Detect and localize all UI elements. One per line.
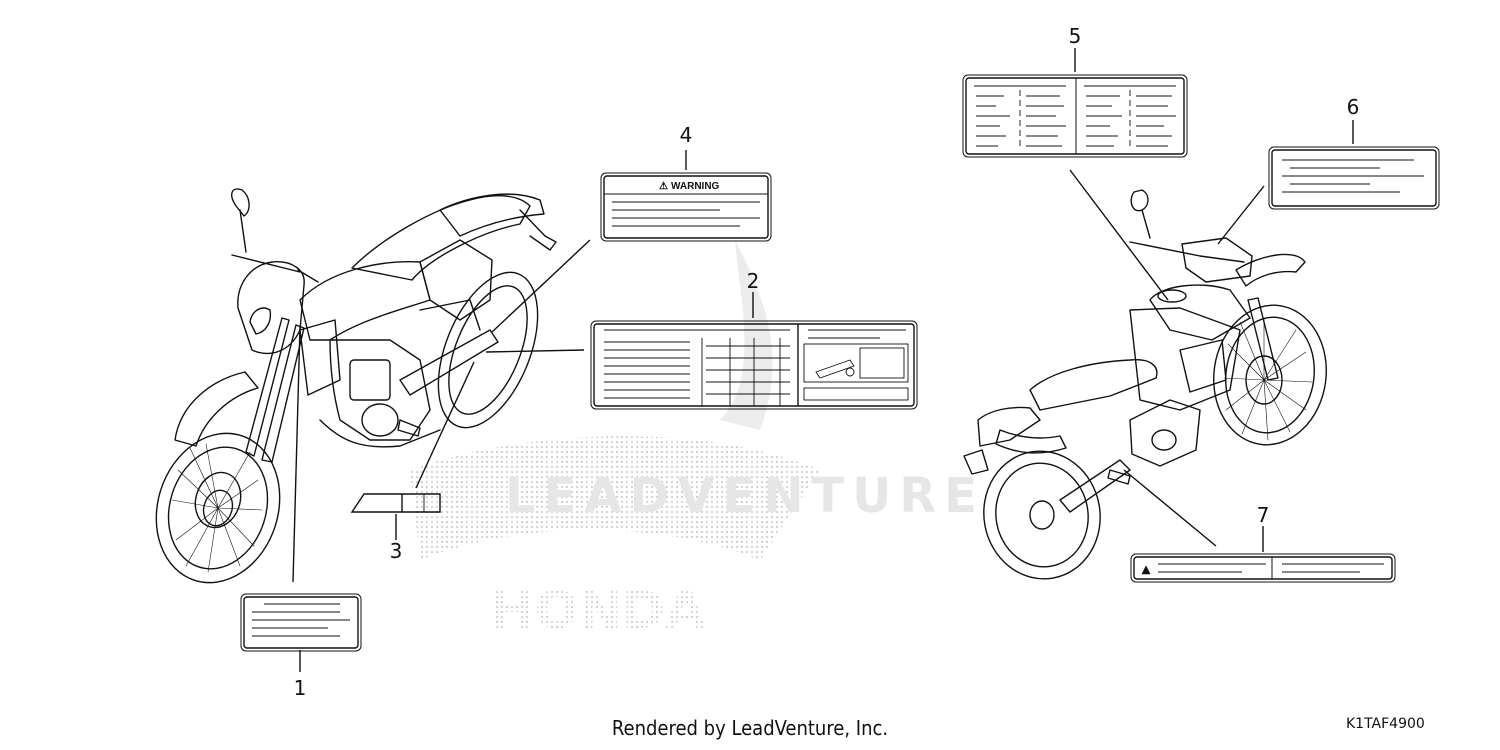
watermark-brand: HONDA: [491, 581, 706, 641]
label-4-graphic: ⚠ WARNING: [600, 172, 772, 242]
motorcycle-right-illustration: [963, 189, 1328, 580]
leader-line-7: [1123, 469, 1217, 547]
callout-1: 1: [294, 676, 307, 700]
callout-numbers: 1 2 3 4 5 6 7: [294, 24, 1360, 700]
watermark: HONDA LEADVENTURE: [410, 240, 985, 641]
leader-line-1: [292, 325, 301, 583]
motorcycle-left-illustration: [155, 188, 557, 584]
label-1-graphic: [240, 593, 362, 652]
leader-line-3: [415, 361, 475, 489]
leader-line-6: [1217, 185, 1265, 245]
label-3-graphic: [350, 493, 441, 513]
label-6-graphic: [1268, 146, 1440, 210]
watermark-wing-shape: [410, 436, 820, 560]
callout-3: 3: [390, 539, 403, 563]
part-code: K1TAF4900: [1346, 716, 1425, 732]
leader-line-4: [491, 239, 591, 333]
callout-7: 7: [1257, 503, 1270, 527]
warning-symbol: ⚠: [659, 181, 668, 192]
rendered-by-footer: Rendered by LeadVenture, Inc.: [611, 716, 889, 740]
label-7-graphic: [1130, 553, 1396, 583]
leader-line-2: [485, 349, 585, 353]
callout-2: 2: [747, 269, 760, 293]
leader-line-5: [1069, 169, 1169, 301]
leader-lines: [292, 48, 1354, 672]
label-5-graphic: [962, 74, 1188, 158]
callout-6: 6: [1347, 95, 1360, 119]
watermark-text: LEADVENTURE: [505, 468, 985, 524]
warning-label-text: WARNING: [671, 181, 720, 192]
watermark-flame-shape: [720, 240, 773, 430]
callout-4: 4: [680, 123, 693, 147]
callout-5: 5: [1069, 24, 1082, 48]
label-2-graphic: [590, 320, 918, 410]
